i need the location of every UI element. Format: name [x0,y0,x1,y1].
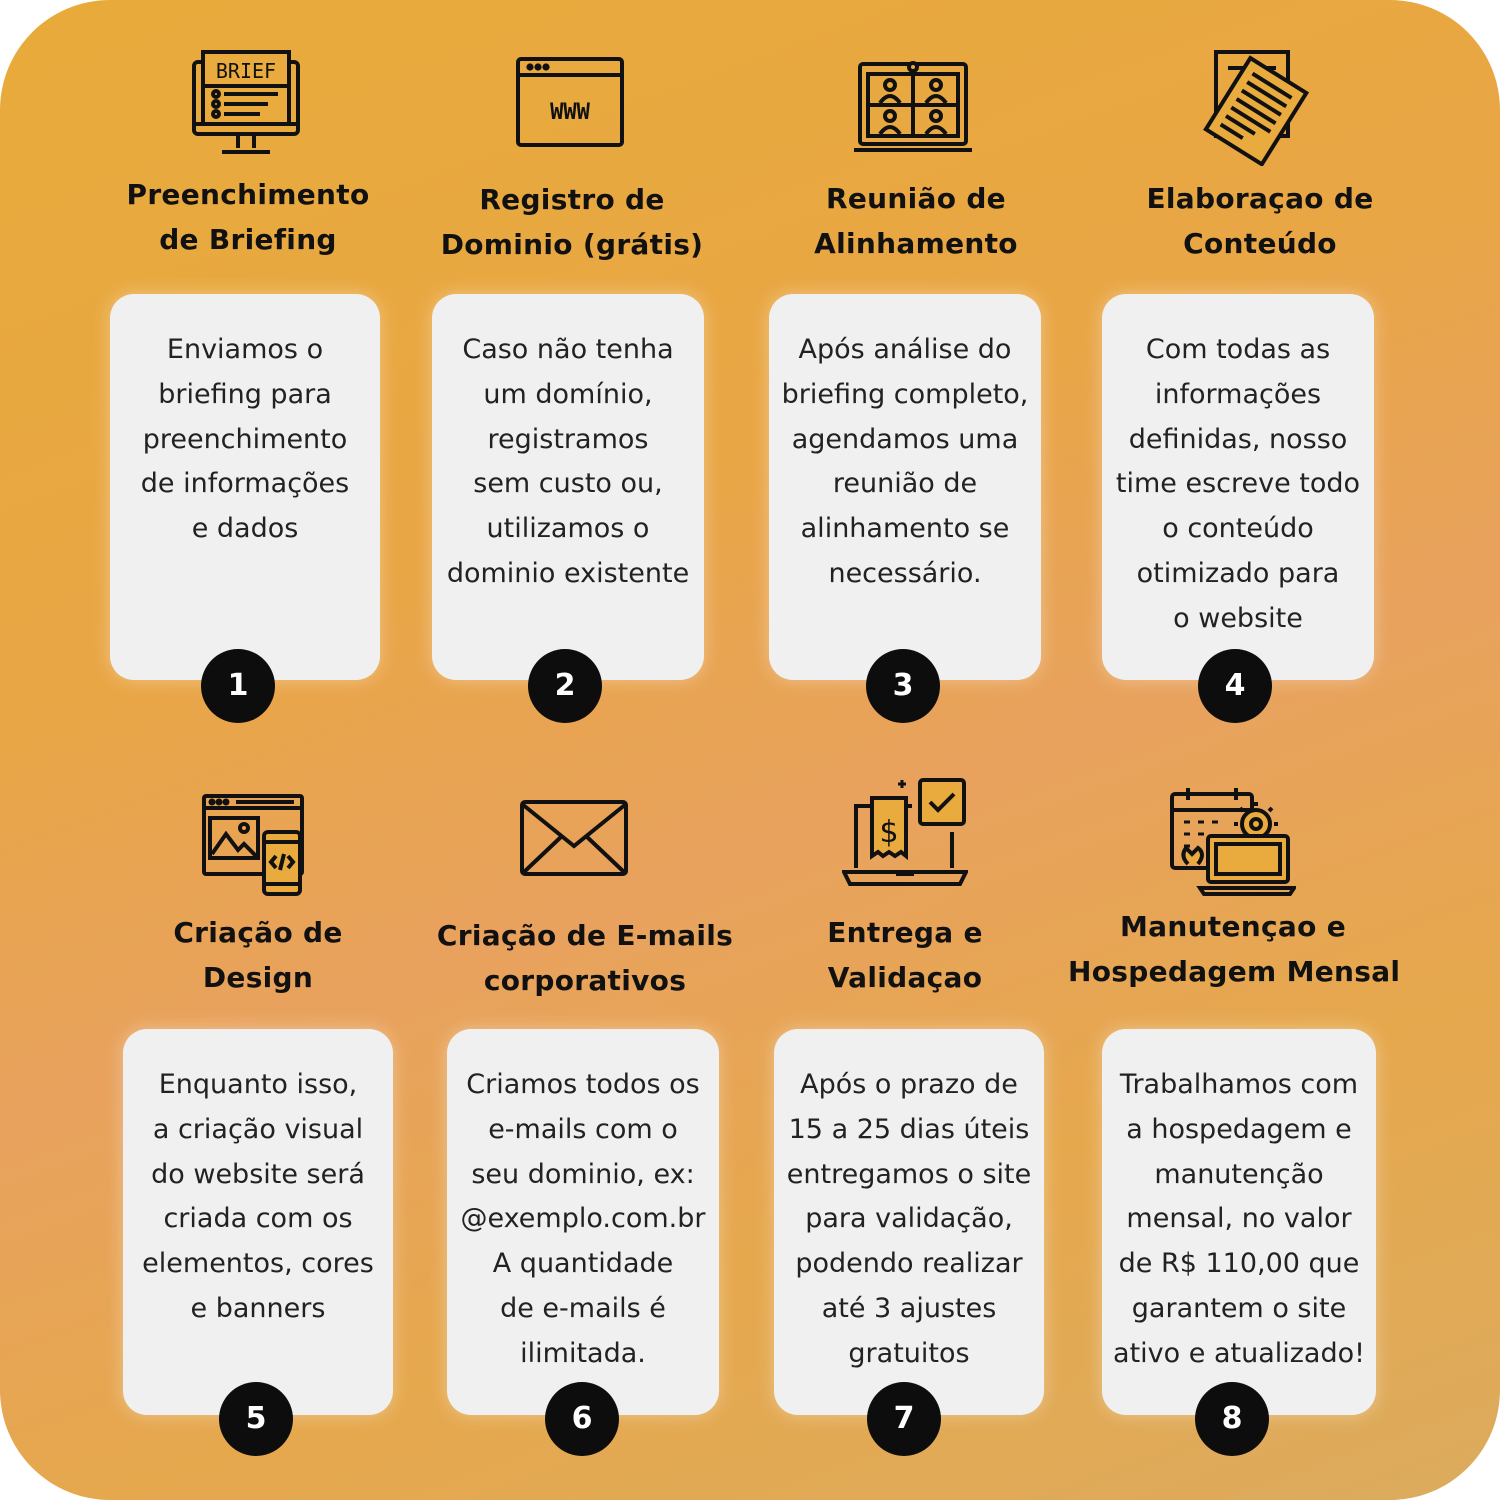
brief-monitor-icon: BRIEF [190,48,302,160]
web-design-icon [200,792,308,898]
svg-text:$: $ [879,815,898,850]
laptop-invoice-check-icon: $ [842,776,968,888]
step-7-badge: 7 [867,1382,941,1456]
step-6-badge: 6 [545,1382,619,1456]
documents-icon [1198,48,1312,166]
www-icon-text: WWW [550,100,590,125]
calendar-laptop-gear-icon [1168,784,1296,898]
step-5-badge: 5 [219,1382,293,1456]
step-2-badge: 2 [528,649,602,723]
step-4-badge: 4 [1198,649,1272,723]
video-meeting-icon [852,58,974,156]
brief-icon-text: BRIEF [216,59,276,83]
envelope-icon [518,798,630,878]
step-3-badge: 3 [866,649,940,723]
www-browser-icon: WWW [514,55,626,149]
step-8-badge: 8 [1195,1382,1269,1456]
step-1-badge: 1 [201,649,275,723]
